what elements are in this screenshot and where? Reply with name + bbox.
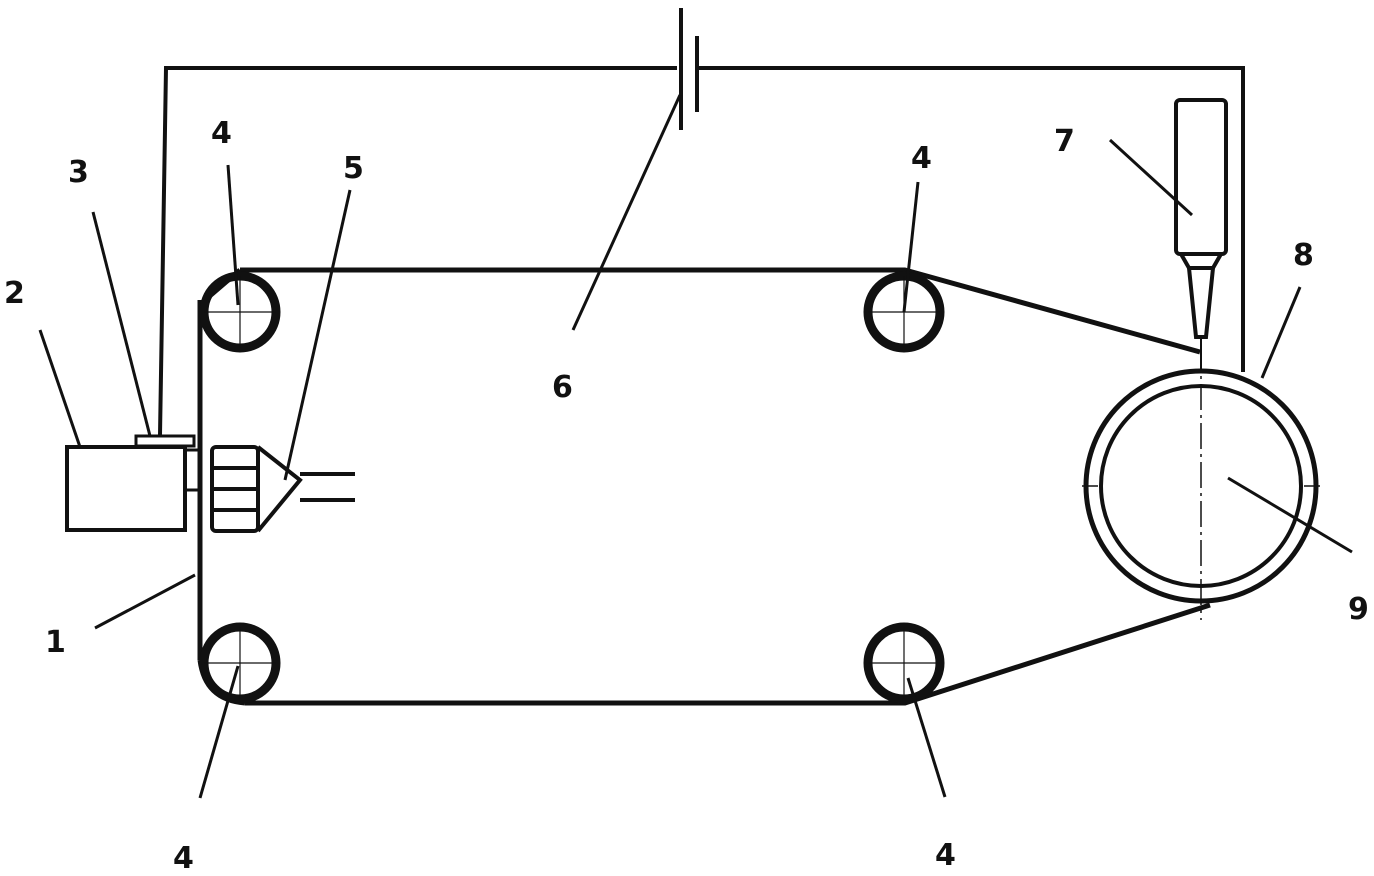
label-roller-top-left: 4 (211, 116, 232, 151)
roller-bottom-right (863, 622, 945, 704)
label-nozzle-assembly: 5 (343, 151, 364, 186)
wire-right-segment (698, 66, 1245, 372)
leader-4-bottom-right (906, 677, 947, 798)
label-roller-bottom-left: 4 (173, 841, 194, 876)
leader-1 (94, 573, 196, 630)
roller-top-left (199, 271, 281, 353)
bracket-component (134, 434, 196, 448)
nozzle-assembly (210, 445, 355, 533)
leader-4-bottom-left (198, 665, 240, 799)
leader-6 (571, 94, 682, 331)
roller-bottom-left (199, 622, 281, 704)
leader-5 (283, 189, 352, 481)
label-torch: 7 (1054, 124, 1075, 159)
leader-3 (91, 211, 152, 437)
label-bracket: 3 (68, 155, 89, 190)
leader-lines (38, 94, 1353, 799)
drum-assembly (1082, 345, 1320, 620)
label-roller-top-right: 4 (911, 141, 932, 176)
clamp-block (183, 448, 201, 492)
belt-top-run (240, 267, 1201, 355)
label-outer-ring: 8 (1293, 238, 1314, 273)
label-box: 2 (4, 276, 25, 311)
label-drum: 9 (1348, 592, 1369, 627)
leader-9 (1227, 476, 1353, 554)
leader-2 (38, 329, 82, 448)
label-roller-bottom-right: 4 (935, 838, 956, 873)
leader-4-top-left (226, 164, 240, 306)
leader-8 (1260, 286, 1302, 379)
leader-7 (1108, 138, 1194, 217)
wire-left-segment (158, 66, 677, 436)
label-power-source: 6 (552, 370, 573, 405)
circuit-wire (158, 8, 1245, 436)
label-belt: 1 (45, 625, 66, 660)
leader-4-top-right (902, 181, 920, 313)
